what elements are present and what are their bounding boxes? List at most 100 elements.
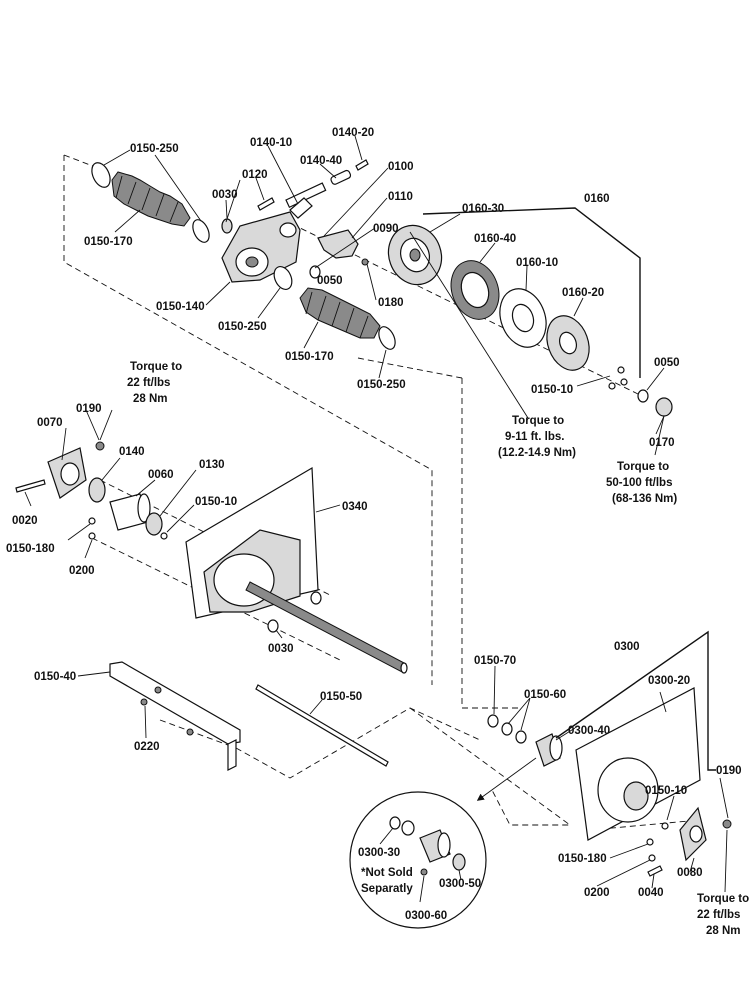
clamp-0150-250-a2: [192, 219, 210, 243]
bolt-0020: [15, 479, 46, 493]
torque-note-50-100-line2: 50-100 ft/lbs: [606, 477, 672, 489]
rod-0150-50: [255, 684, 389, 767]
washer-0050-a: [309, 265, 321, 279]
label-0060: 0060: [148, 469, 174, 481]
bolt-0200-b: [648, 854, 656, 862]
label-0300-50: 0300-50: [439, 878, 481, 890]
label-0160-40: 0160-40: [474, 233, 516, 245]
label-0150-250-b: 0150-250: [218, 321, 267, 333]
label-0090: 0090: [373, 223, 399, 235]
washer-0150-60-a: [501, 722, 513, 736]
label-0340: 0340: [342, 501, 368, 513]
torque-note-22a-line3: 28 Nm: [133, 393, 168, 405]
detail-circle: [349, 757, 537, 929]
label-0070: 0070: [37, 417, 63, 429]
boot-0150-170-lower: [299, 287, 381, 339]
label-0180: 0180: [378, 297, 404, 309]
label-0160-20: 0160-20: [562, 287, 604, 299]
lower-frame-parts: [109, 661, 389, 771]
bracket-0300: [555, 630, 716, 771]
bolt-0150-180-b: [646, 838, 654, 846]
label-0150-10-b: 0150-10: [195, 496, 237, 508]
bolt-0120: [257, 197, 275, 211]
label-0150-250-a: 0150-250: [130, 143, 179, 155]
collar-0140: [88, 477, 106, 503]
label-0150-40: 0150-40: [34, 671, 76, 683]
bushing-0060: [109, 493, 151, 531]
key-0140-40: [330, 169, 352, 185]
torque-note-9-11-line1: Torque to: [512, 415, 564, 427]
label-0300-40: 0300-40: [568, 725, 610, 737]
bolt-0150-10-a3: [608, 382, 616, 390]
label-0050-b: 0050: [654, 357, 680, 369]
label-0200-a: 0200: [69, 565, 95, 577]
bolt-0150-180-a: [88, 517, 96, 525]
torque-note-22b-line2: 22 ft/lbs: [697, 909, 740, 921]
bolt-0040: [647, 865, 663, 877]
label-0150-250-c: 0150-250: [357, 379, 406, 391]
not-sold-line2: Separatly: [361, 883, 413, 895]
bushing-0300-30: [389, 816, 415, 836]
disc-0160-10: [499, 288, 547, 348]
shaft-0100: [285, 182, 327, 209]
torque-note-9-11-line2: 9-11 ft. lbs.: [505, 431, 564, 443]
label-0220: 0220: [134, 741, 160, 753]
upper-gearbox-assembly: [91, 159, 396, 350]
washer-0050-b: [637, 389, 649, 403]
label-0030-a: 0030: [212, 189, 238, 201]
bolt-0150-10-a1: [617, 366, 625, 374]
spacer-0030-b: [267, 619, 279, 633]
label-0150-180-b: 0150-180: [558, 853, 607, 865]
lower-right-assembly: [487, 630, 732, 877]
label-0150-60: 0150-60: [524, 689, 566, 701]
washer-0150-70: [487, 714, 499, 728]
label-0190-a: 0190: [76, 403, 102, 415]
spacer-0030-c: [310, 591, 322, 605]
spacer-0030-a: [221, 218, 233, 234]
fitting-0300-60: [420, 868, 428, 876]
fork-0110: [317, 229, 359, 259]
bearing-flange-0080: [679, 806, 707, 862]
torque-note-22b-line3: 28 Nm: [706, 925, 741, 937]
label-0150-170-a: 0150-170: [84, 236, 133, 248]
label-0020: 0020: [12, 515, 38, 527]
plate-0160-20: [546, 315, 590, 371]
nut-0170: [655, 397, 673, 417]
nut-0190-a: [95, 441, 105, 451]
label-0150-70: 0150-70: [474, 655, 516, 667]
torque-note-50-100-line3: (68-136 Nm): [612, 493, 677, 505]
part-labels: 0150-250 0150-170 0140-10 0140-20 0140-4…: [6, 127, 742, 922]
seal-0130: [145, 512, 163, 536]
label-0150-140: 0150-140: [156, 301, 205, 313]
label-0140: 0140: [119, 446, 145, 458]
bolt-0150-10-b: [160, 532, 168, 540]
label-0150-10-c: 0150-10: [645, 785, 687, 797]
bearing-0300-40-detail: [419, 829, 451, 863]
nut-0220-b: [186, 728, 194, 736]
label-0160: 0160: [584, 193, 610, 205]
bracket-0150-40: [109, 661, 241, 771]
label-0050-a: 0050: [317, 275, 343, 287]
torque-note-50-100: Torque to 50-100 ft/lbs (68-136 Nm): [606, 461, 677, 505]
nut-0180: [361, 258, 369, 266]
bolt-0150-10-c: [661, 822, 669, 830]
label-0300-30: 0300-30: [358, 847, 400, 859]
nut-0190-b: [722, 819, 732, 829]
label-0140-10: 0140-10: [250, 137, 292, 149]
label-0300-60: 0300-60: [405, 910, 447, 922]
label-0300: 0300: [614, 641, 640, 653]
nut-0220-a: [140, 698, 148, 706]
label-0300-20: 0300-20: [648, 675, 690, 687]
torque-note-22a-line1: Torque to: [130, 361, 182, 373]
bracket-0160: [422, 207, 641, 378]
bearing-0300-40: [535, 733, 563, 767]
torque-note-22a: Torque to 22 ft/lbs 28 Nm: [127, 361, 182, 405]
label-0110: 0110: [388, 191, 413, 203]
torque-note-50-100-line1: Torque to: [617, 461, 669, 473]
middle-gearbox-assembly: [15, 441, 408, 674]
bolt-0150-10-a2: [620, 378, 628, 386]
torque-note-22b: Torque to 22 ft/lbs 28 Nm: [697, 893, 749, 937]
label-0140-40: 0140-40: [300, 155, 342, 167]
label-0200-b: 0200: [584, 887, 610, 899]
